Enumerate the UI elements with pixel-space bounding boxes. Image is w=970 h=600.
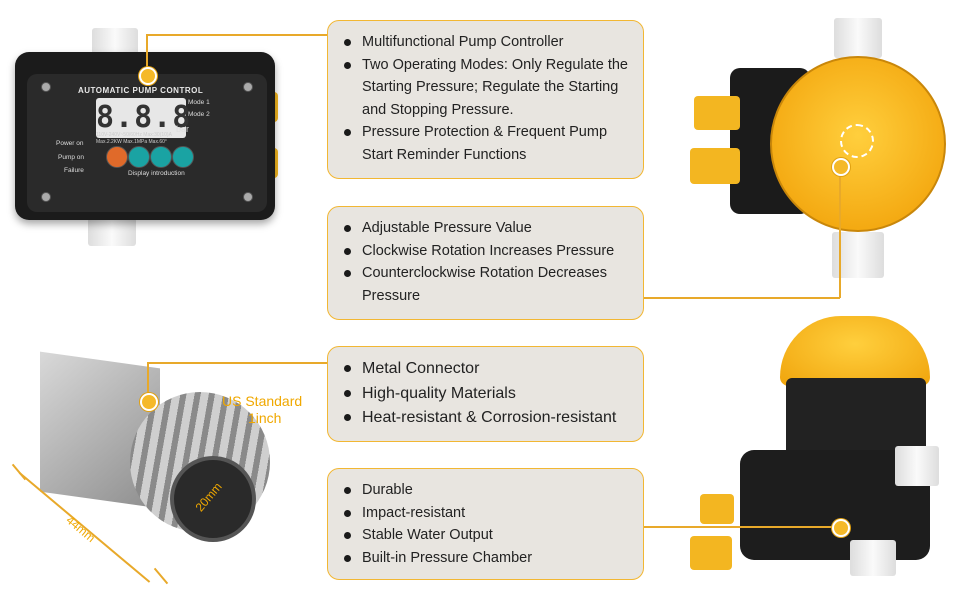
side-pipe xyxy=(895,446,939,486)
bottom-pipe xyxy=(88,218,136,246)
rotation-arrow-icon xyxy=(840,124,874,158)
feature-item: Durable xyxy=(342,479,631,502)
top-pipe xyxy=(834,18,882,58)
screw xyxy=(41,82,51,92)
spec-line-2: Max.2.2KW Max.1MPa Max.60° xyxy=(96,139,167,145)
feature-item: Pressure Protection & Frequent Pump Star… xyxy=(342,121,631,166)
us-standard-label: US Standard xyxy=(222,393,303,409)
feature-item: Heat-resistant & Corrosion-resistant xyxy=(342,406,631,431)
dim-tick xyxy=(153,567,169,585)
length-label: 44mm xyxy=(63,512,98,546)
feature-item: Multifunctional Pump Controller xyxy=(342,31,631,54)
nozzle xyxy=(700,494,734,524)
pointer-line xyxy=(644,297,840,299)
mode-button xyxy=(128,146,150,168)
pump-on-label: Pump on xyxy=(58,154,85,161)
feature-box-connector: Metal Connector High-quality Materials H… xyxy=(327,346,644,442)
connector-bore xyxy=(170,456,256,542)
bottom-pipe xyxy=(850,540,896,576)
pointer-dot xyxy=(832,519,850,537)
nozzle xyxy=(690,536,732,570)
screw xyxy=(41,192,51,202)
feature-item: Built-in Pressure Chamber xyxy=(342,547,631,570)
nozzle xyxy=(694,96,740,130)
feature-box-controller: Multifunctional Pump Controller Two Oper… xyxy=(327,20,644,179)
power-button xyxy=(106,146,128,168)
pointer-line xyxy=(644,526,839,528)
pointer-line xyxy=(146,34,148,74)
feature-item: Counterclockwise Rotation Decreases Pres… xyxy=(342,262,631,307)
feature-item: Adjustable Pressure Value xyxy=(342,217,631,240)
feature-item: Two Operating Modes: Only Regulate the S… xyxy=(342,54,631,122)
pointer-dot xyxy=(139,67,157,85)
yellow-top xyxy=(780,316,930,386)
lcd-display: 8.8.8 xyxy=(96,98,190,138)
pointer-dot xyxy=(140,393,158,411)
up-button xyxy=(172,146,194,168)
power-on-label: Power on xyxy=(56,140,84,147)
pointer-line xyxy=(147,362,149,402)
feature-item: Clockwise Rotation Increases Pressure xyxy=(342,240,631,263)
pointer-line xyxy=(147,362,329,364)
pointer-line xyxy=(839,166,841,298)
screw xyxy=(243,192,253,202)
feature-box-durable: Durable Impact-resistant Stable Water Ou… xyxy=(327,468,644,580)
pointer-line xyxy=(146,34,328,36)
top-pipe xyxy=(92,28,138,56)
screw xyxy=(243,82,253,92)
feature-item: High-quality Materials xyxy=(342,382,631,407)
adjuster-dial xyxy=(770,56,946,232)
failure-label: Failure xyxy=(64,167,84,174)
display-intro-label: Display introduction xyxy=(128,170,185,177)
mode2-label: Mode 2 xyxy=(188,111,210,118)
feature-box-pressure: Adjustable Pressure Value Clockwise Rota… xyxy=(327,206,644,320)
unit-label: bar xyxy=(176,124,190,134)
down-button xyxy=(150,146,172,168)
feature-item: Stable Water Output xyxy=(342,524,631,547)
feature-item: Impact-resistant xyxy=(342,502,631,525)
spec-line-1: 110V-240V~50/60Hz Max:30(10)A xyxy=(96,132,172,138)
controller-title: AUTOMATIC PUMP CONTROL xyxy=(78,86,204,95)
mode1-label: Mode 1 xyxy=(188,99,210,106)
pointer-dot xyxy=(832,158,850,176)
nozzle xyxy=(690,148,740,184)
inch-label: 1inch xyxy=(248,410,282,426)
feature-item: Metal Connector xyxy=(342,357,631,382)
